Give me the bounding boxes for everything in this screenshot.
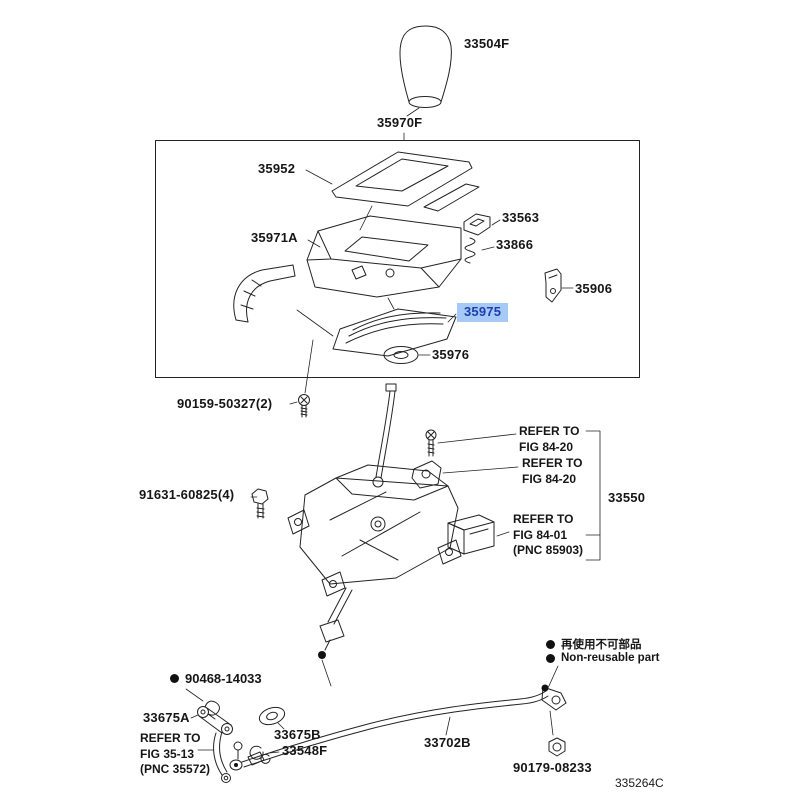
refer-note-line: FIG 84-01 xyxy=(513,527,568,542)
clamp-drawing xyxy=(411,460,442,489)
refer-note-line: REFER TO xyxy=(519,424,580,438)
refer-note-fig84-20-a[interactable]: REFER TO FIG 84-20 xyxy=(519,424,579,455)
part-label-35971A[interactable]: 35971A xyxy=(251,230,298,245)
legend-nonreusable-jp: 再使用不可部品 xyxy=(546,636,642,652)
lever-assembly-drawing xyxy=(287,383,462,659)
part-label-33675B[interactable]: 33675B xyxy=(274,727,321,742)
refer-note-line: REFER TO xyxy=(513,512,574,526)
slide-sheet-drawing xyxy=(332,308,457,357)
part-label-91631-60825[interactable]: 91631-60825(4) xyxy=(139,487,235,502)
leader-lines xyxy=(185,107,601,754)
part-label-35975[interactable]: 35975 xyxy=(457,303,509,323)
boot-bracket-drawing xyxy=(233,264,296,323)
disc-drawing xyxy=(383,346,419,364)
legend-en-text: Non-reusable part xyxy=(561,652,660,664)
part-label-90159-50327[interactable]: 90159-50327(2) xyxy=(177,396,273,411)
part-label-33550[interactable]: 33550 xyxy=(608,490,646,505)
small-clip-drawing xyxy=(204,700,220,720)
part-label-35970F[interactable]: 35970F xyxy=(377,115,423,130)
cable-drawing xyxy=(229,684,567,771)
refer-note-line: FIG 84-20 xyxy=(519,439,574,454)
bracket-drawing xyxy=(544,268,562,303)
part-label-33866[interactable]: 33866 xyxy=(496,237,534,252)
part-label-33702B[interactable]: 33702B xyxy=(424,735,471,750)
refer-note-line: FIG 35-13 xyxy=(140,746,195,761)
refer-note-line: REFER TO xyxy=(522,456,583,470)
link-drawing xyxy=(197,706,233,735)
refer-note-line: REFER TO xyxy=(140,731,201,745)
refer-note-fig84-20-b[interactable]: REFER TO FIG 84-20 xyxy=(522,456,582,487)
refer-note-line: FIG 84-20 xyxy=(522,471,577,486)
spring-drawing xyxy=(464,237,476,264)
filled-circle-icon xyxy=(546,639,555,649)
bolt-drawing xyxy=(251,488,269,519)
refer-note-fig84-01[interactable]: REFER TO FIG 84-01 (PNC 85903) xyxy=(513,512,583,559)
filled-circle-icon xyxy=(546,653,555,663)
assembly-box-frame xyxy=(155,140,640,378)
shift-knob-drawing xyxy=(399,25,452,108)
refer-note-line: (PNC 85903) xyxy=(513,543,584,558)
refer-note-fig35-13[interactable]: REFER TO FIG 35-13 (PNC 35572) xyxy=(140,731,210,778)
snap-ring-drawing xyxy=(233,741,271,764)
part-label-33675A[interactable]: 33675A xyxy=(143,710,190,725)
housing-drawing xyxy=(306,215,462,298)
clip-drawing xyxy=(463,213,491,236)
nut-drawing xyxy=(548,737,566,757)
part-label-35952[interactable]: 35952 xyxy=(258,161,296,176)
legend-jp-text: 再使用不可部品 xyxy=(561,639,642,651)
figure-code: 335264C xyxy=(615,776,664,790)
part-label-33548F[interactable]: 33548F xyxy=(282,743,328,758)
upper-screw-drawing xyxy=(425,429,437,457)
arm-drawing xyxy=(213,731,231,783)
upper-panel-drawing xyxy=(331,151,480,212)
part-label-33563[interactable]: 33563 xyxy=(502,210,540,225)
filled-circle-icon xyxy=(170,674,179,683)
part-label-35976[interactable]: 35976 xyxy=(432,347,470,362)
bushing-drawing xyxy=(258,706,286,726)
part-label-90468-row[interactable]: 90468-14033 xyxy=(170,671,262,686)
part-label-35906[interactable]: 35906 xyxy=(575,281,613,296)
part-label-33504F[interactable]: 33504F xyxy=(464,36,510,51)
part-label-90468[interactable]: 90468-14033 xyxy=(185,671,262,686)
legend-nonreusable-en: Non-reusable part xyxy=(546,652,659,664)
screw-drawing xyxy=(298,394,310,418)
refer-note-line: (PNC 35572) xyxy=(140,762,211,777)
module-drawing xyxy=(447,514,495,555)
part-label-90179-08233[interactable]: 90179-08233 xyxy=(513,760,592,775)
